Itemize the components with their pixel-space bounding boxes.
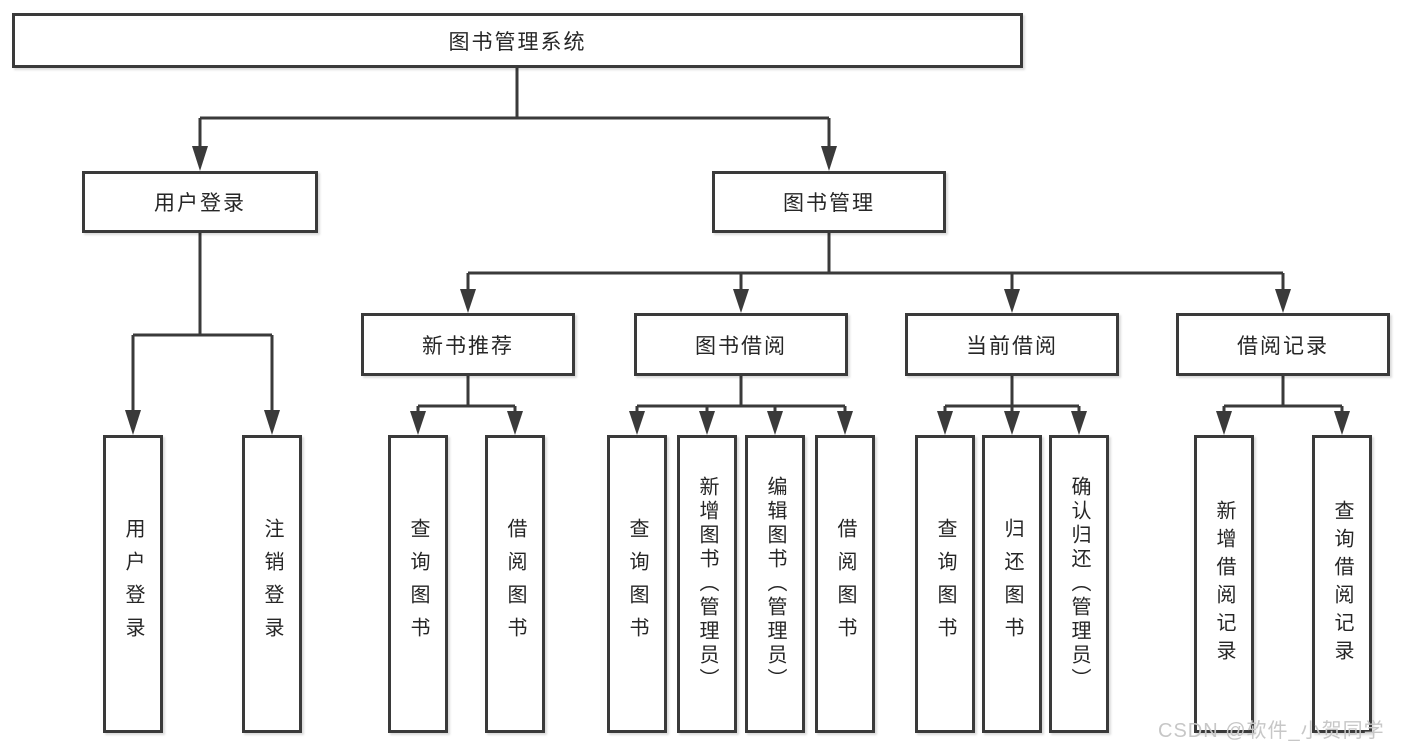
node-book-borrow: 图书借阅 [634, 313, 848, 376]
node-confirm-return-admin: 确认归还（管理员） [1049, 435, 1109, 733]
node-query-borrow-record: 查询借阅记录 [1312, 435, 1372, 733]
node-root: 图书管理系统 [12, 13, 1023, 68]
node-add-book-admin: 新增图书（管理员） [677, 435, 737, 733]
node-logout-leaf: 注销登录 [242, 435, 302, 733]
node-current-borrow: 当前借阅 [905, 313, 1119, 376]
node-book-management: 图书管理 [712, 171, 946, 233]
node-borrow-records: 借阅记录 [1176, 313, 1390, 376]
node-query-books-borrow: 查询图书 [607, 435, 667, 733]
node-query-books-recommend: 查询图书 [388, 435, 448, 733]
node-borrow-books-leaf: 借阅图书 [815, 435, 875, 733]
node-return-book: 归还图书 [982, 435, 1042, 733]
node-add-borrow-record: 新增借阅记录 [1194, 435, 1254, 733]
node-borrow-books-recommend: 借阅图书 [485, 435, 545, 733]
node-user-login-leaf: 用户登录 [103, 435, 163, 733]
node-new-book-recommend: 新书推荐 [361, 313, 575, 376]
watermark: CSDN @软件_小贺同学 [1158, 720, 1385, 742]
node-user-login: 用户登录 [82, 171, 318, 233]
node-query-books-current: 查询图书 [915, 435, 975, 733]
node-edit-book-admin: 编辑图书（管理员） [745, 435, 805, 733]
